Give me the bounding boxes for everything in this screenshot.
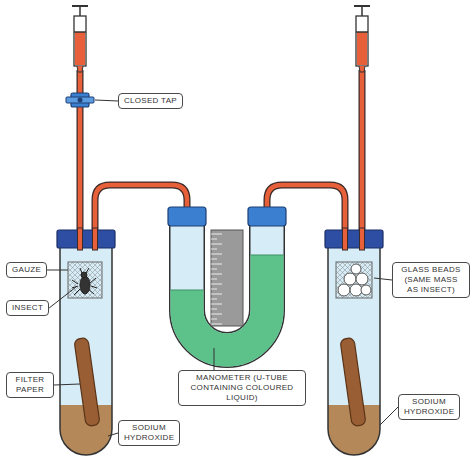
scale-tick — [211, 269, 217, 270]
scale-tick — [211, 264, 222, 265]
scale-tick — [211, 284, 222, 285]
scale-tick — [211, 259, 217, 260]
scale-tick — [211, 299, 217, 300]
label-text: GLASS BEADS (SAME MASS AS INSECT) — [398, 265, 464, 295]
scale-tick — [211, 314, 222, 315]
callout-label: INSECT — [6, 300, 49, 316]
leader-line — [380, 407, 398, 425]
scale-tick — [211, 234, 222, 235]
scale-tick — [211, 274, 222, 275]
leader-line — [54, 384, 80, 385]
leader-line — [49, 287, 76, 308]
closed-tap — [66, 93, 94, 107]
leader-lines — [47, 100, 398, 436]
syringe — [354, 6, 370, 72]
test-tube — [57, 228, 115, 455]
callout-label: FILTER PAPER — [6, 372, 54, 398]
scale-tick — [211, 244, 222, 245]
scale-tick — [211, 279, 217, 280]
scale-ticks — [211, 234, 222, 324]
scale-tick — [211, 254, 222, 255]
test-tube — [325, 228, 383, 455]
label-text: FILTER PAPER — [12, 375, 48, 395]
callout-label: GLASS BEADS (SAME MASS AS INSECT) — [392, 262, 470, 298]
label-text: SODIUM HYDROXIDE — [124, 423, 174, 443]
callout-label: SODIUM HYDROXIDE — [398, 394, 460, 420]
callout-label: GAUZE — [6, 262, 47, 278]
label-text: CLOSED TAP — [124, 96, 177, 106]
callout-label: MANOMETER (U-TUBE CONTAINING COLOURED LI… — [178, 370, 306, 406]
rubber-tubing — [80, 70, 362, 234]
scale-tick — [211, 289, 217, 290]
label-text: SODIUM HYDROXIDE — [404, 397, 454, 417]
syringe — [72, 6, 88, 72]
label-text: INSECT — [12, 303, 43, 313]
scale-tick — [211, 239, 217, 240]
scale-tick — [211, 304, 222, 305]
callout-label: SODIUM HYDROXIDE — [118, 420, 180, 446]
manometer — [168, 207, 286, 350]
scale-tick — [211, 294, 222, 295]
leader-line — [108, 433, 118, 436]
scale-ruler — [211, 230, 243, 326]
scale-tick — [211, 309, 217, 310]
callout-label: CLOSED TAP — [118, 93, 183, 109]
glass-beads — [338, 264, 371, 296]
scale-tick — [211, 324, 222, 325]
leader-line — [374, 278, 392, 280]
leader-line — [47, 270, 68, 271]
leader-line — [214, 348, 215, 370]
leader-line — [95, 100, 118, 101]
label-text: MANOMETER (U-TUBE CONTAINING COLOURED LI… — [184, 373, 300, 403]
scale-tick — [211, 319, 217, 320]
insect — [72, 268, 97, 295]
label-text: GAUZE — [12, 265, 41, 275]
scale-tick — [211, 249, 217, 250]
